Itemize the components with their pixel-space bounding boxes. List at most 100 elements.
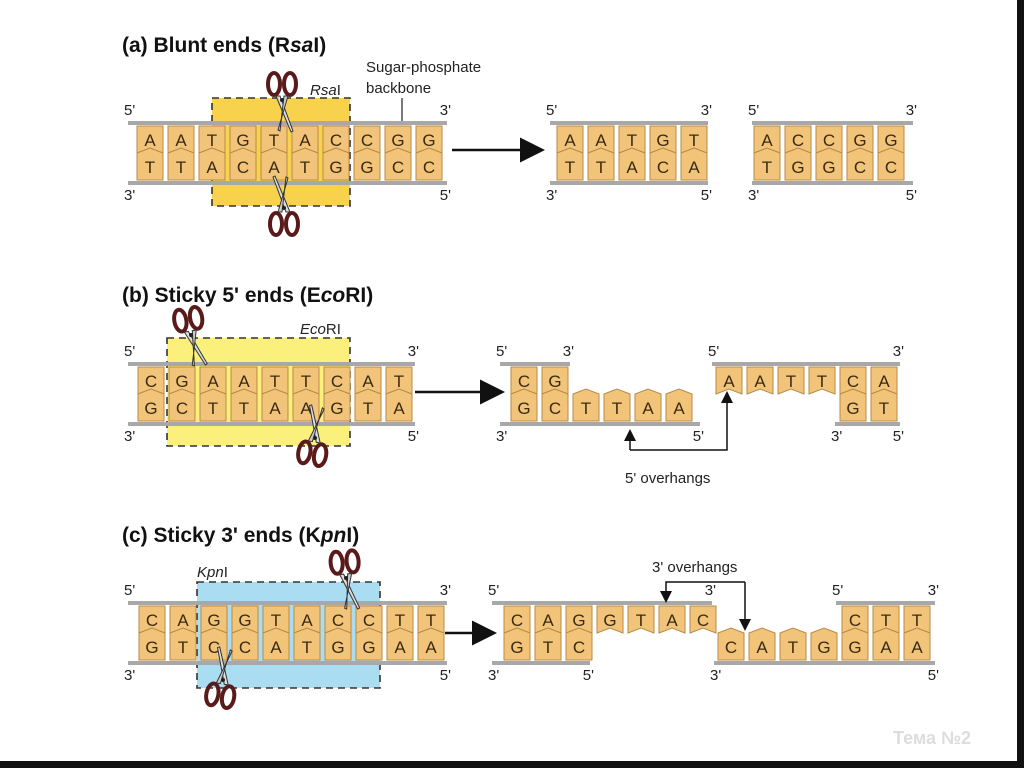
strand-end-label: 5' bbox=[496, 343, 507, 360]
nucleotide-bottom bbox=[417, 627, 445, 661]
scissors-icon bbox=[328, 548, 361, 610]
scissor-pivot bbox=[280, 98, 284, 102]
scissor-handle bbox=[172, 307, 189, 334]
scissor-blade bbox=[307, 406, 325, 443]
strand-end-label: 3' bbox=[893, 343, 904, 360]
nucleotide-top bbox=[746, 366, 774, 395]
scissor-blade bbox=[277, 176, 289, 213]
scissor-pivot bbox=[313, 436, 317, 440]
scissors-icon bbox=[268, 175, 300, 237]
scissor-handle bbox=[284, 211, 300, 237]
nucleotide-bottom bbox=[846, 147, 874, 181]
scissors-icon bbox=[266, 71, 298, 133]
strand-end-label: 5' bbox=[693, 428, 704, 445]
nucleotide-bottom bbox=[293, 627, 321, 661]
strand-end-label: 3' bbox=[831, 428, 842, 445]
nucleotide-bottom bbox=[137, 388, 165, 422]
top-strand-sequence: CG bbox=[518, 372, 562, 391]
scissor-pivot bbox=[189, 333, 193, 337]
strand-end-label: 5' bbox=[708, 343, 719, 360]
strand-end-label: 3' bbox=[748, 187, 759, 204]
nucleotide-bottom bbox=[386, 627, 414, 661]
strand-end-label: 3' bbox=[701, 102, 712, 119]
strand-end-label: 3' bbox=[440, 102, 451, 119]
nucleotide-bottom bbox=[665, 388, 693, 422]
nucleotide-bottom bbox=[618, 147, 646, 181]
strand-end-label: 3' bbox=[408, 343, 419, 360]
nucleotide-bottom bbox=[556, 147, 584, 181]
scissors-icon bbox=[296, 404, 329, 469]
bottom-strand-sequence: GCTTAAGTA bbox=[144, 399, 405, 418]
strand-end-label: 3' bbox=[488, 667, 499, 684]
scissor-handle bbox=[296, 439, 313, 466]
scissor-blade bbox=[277, 95, 289, 132]
scissor-blade bbox=[183, 330, 208, 366]
nucleotide-bottom bbox=[353, 147, 381, 181]
nucleotide-bottom bbox=[199, 388, 227, 422]
scissor-blade bbox=[344, 572, 353, 610]
scissor-handle bbox=[187, 304, 205, 331]
scissor-handle bbox=[282, 71, 298, 97]
bottom-strand-sequence: TGGCC bbox=[762, 158, 897, 177]
nucleotide-bottom bbox=[198, 147, 226, 181]
panel-b-title: (b) Sticky 5' ends (EcoRI) bbox=[122, 284, 373, 307]
nucleotide-bottom bbox=[291, 147, 319, 181]
nucleotide-bottom bbox=[136, 147, 164, 181]
nucleotide-bottom bbox=[355, 627, 383, 661]
strand-end-label: 5' bbox=[928, 667, 939, 684]
scissor-blade bbox=[275, 95, 294, 133]
nucleotide-bottom bbox=[748, 627, 776, 661]
nucleotide-bottom bbox=[415, 147, 443, 181]
scissor-pivot bbox=[282, 206, 286, 210]
nucleotide-bottom bbox=[324, 627, 352, 661]
scissor-pivot bbox=[221, 678, 225, 682]
strand-end-label: 3' bbox=[440, 582, 451, 599]
nucleotide-bottom bbox=[168, 388, 196, 422]
strand-end-label: 5' bbox=[893, 428, 904, 445]
strand-end-label: 5' bbox=[832, 582, 843, 599]
strand-end-label: 3' bbox=[546, 187, 557, 204]
enzyme-label-ecori: EcoRI bbox=[300, 321, 341, 338]
nucleotide-bottom bbox=[872, 627, 900, 661]
scissor-blade bbox=[338, 573, 361, 610]
strand-end-label: 3' bbox=[496, 428, 507, 445]
nucleotide-bottom bbox=[870, 388, 898, 422]
top-strand-sequence: ACCGG bbox=[761, 131, 897, 150]
nucleotide-bottom bbox=[510, 388, 538, 422]
nucleotide-bottom bbox=[753, 147, 781, 181]
scissors-icon bbox=[172, 304, 208, 367]
scissor-handle bbox=[268, 211, 284, 237]
nucleotide-bottom bbox=[534, 627, 562, 661]
strand-end-label: 3' bbox=[563, 343, 574, 360]
scissor-handle bbox=[328, 549, 345, 576]
nucleotide-bottom bbox=[634, 388, 662, 422]
nucleotide-bottom bbox=[323, 388, 351, 422]
nucleotide-bottom bbox=[841, 627, 869, 661]
backbone-label-line1: Sugar-phosphate bbox=[366, 59, 481, 76]
nucleotide-bottom bbox=[503, 627, 531, 661]
nucleotide-bottom bbox=[784, 147, 812, 181]
enzyme-label-rsai: RsaI bbox=[310, 82, 341, 99]
nucleotide-top bbox=[596, 605, 624, 634]
enzyme-label-kpni: KpnI bbox=[197, 564, 228, 581]
overhangs-5-label: 5' overhangs bbox=[625, 470, 710, 487]
overhangs-3-label: 3' overhangs bbox=[652, 559, 737, 576]
strand-end-label: 3' bbox=[705, 582, 716, 599]
bottom-strand-sequence: TTACA bbox=[565, 158, 701, 177]
strand-end-label: 3' bbox=[906, 102, 917, 119]
nucleotide-top bbox=[627, 605, 655, 634]
nucleotide-bottom bbox=[169, 627, 197, 661]
overhang-3-pointer-left bbox=[660, 581, 745, 603]
watermark: Тема №2 bbox=[893, 728, 971, 748]
nucleotide-top bbox=[808, 366, 836, 395]
nucleotide-bottom bbox=[354, 388, 382, 422]
nucleotide-bottom bbox=[231, 627, 259, 661]
